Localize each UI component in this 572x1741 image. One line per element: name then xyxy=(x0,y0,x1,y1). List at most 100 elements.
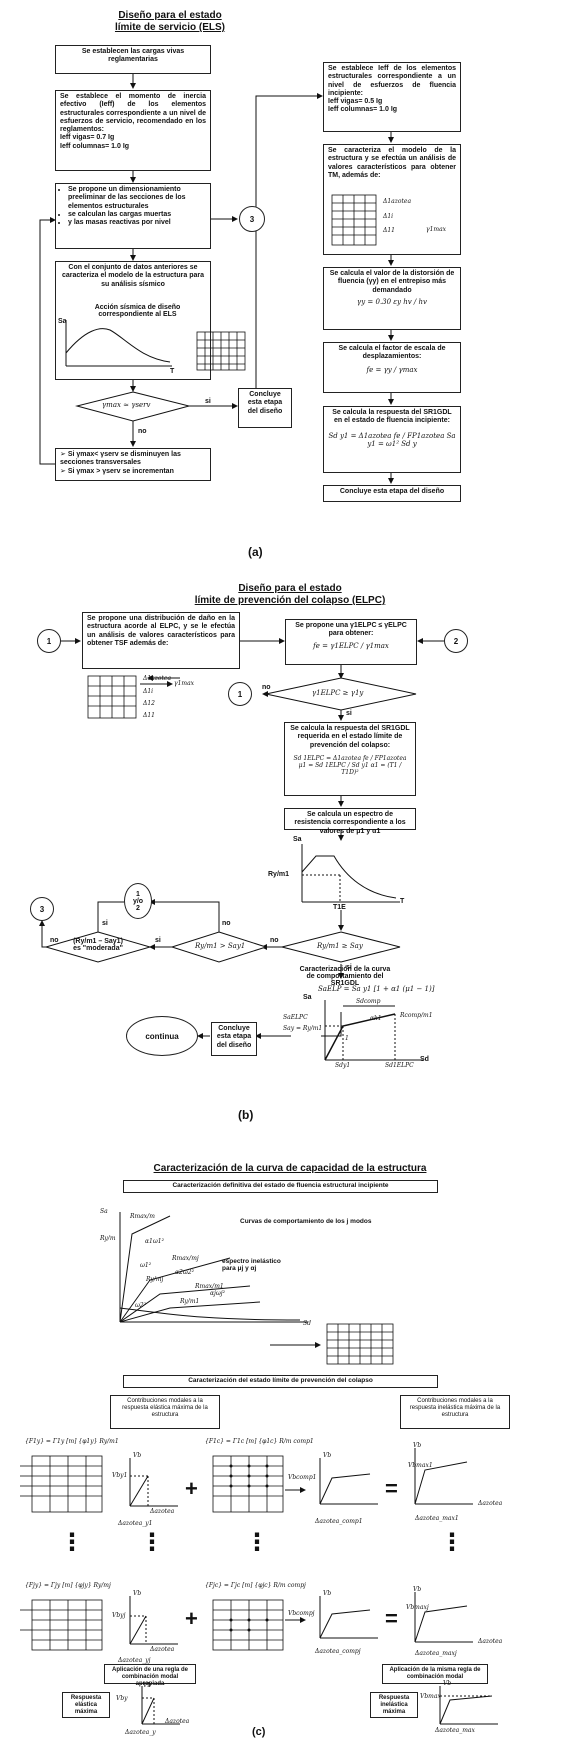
connector-3-a: 3 xyxy=(239,206,265,232)
dots-1: ⋮ xyxy=(60,1529,84,1556)
connector-1b-b: 1 xyxy=(228,682,252,706)
box-concluye-a2: Concluye esta etapa del diseño xyxy=(323,485,461,502)
label-delta-1-a: Δ11 xyxy=(383,227,395,234)
plot-resp-inelastica xyxy=(439,1686,498,1725)
label-sdelpc: Sd1ELPC xyxy=(385,1062,414,1069)
label-sdy1: Sdy1 xyxy=(335,1062,351,1069)
label-daz-cj: Δazotea_compj xyxy=(315,1648,361,1655)
box-contrib-inelastica: Contribuciones modales a la respuesta in… xyxy=(400,1395,510,1429)
box-espectro-resistencia: Se calcula un espectro de resistencia co… xyxy=(284,808,416,835)
axis-sa-b: Sa xyxy=(293,836,302,843)
label-si-a: si xyxy=(205,398,211,405)
label-vbmax1: Vbmax1 xyxy=(408,1462,433,1469)
box-factor-escala: Se calcula el factor de escala de despla… xyxy=(323,342,461,393)
label-delta-i-b: Δ1i xyxy=(143,688,154,695)
label-vb-5: Vb xyxy=(323,1590,332,1597)
label-one: 1 xyxy=(345,1035,349,1042)
plot-mode1-elastic xyxy=(129,1458,178,1507)
label-daz-6: Δazotea xyxy=(478,1638,503,1645)
building-frame-a2 xyxy=(331,194,377,246)
box-combinacion-1: Aplicación de una regla de combinación m… xyxy=(104,1664,196,1687)
label-daz-1: Δazotea xyxy=(150,1508,175,1515)
label-si-b4: si xyxy=(102,920,108,927)
label-daz-mj: Δazotea_maxj xyxy=(415,1650,457,1657)
label-vb-4: Vb xyxy=(133,1590,142,1597)
equals-2: = xyxy=(385,1606,398,1631)
spectrum-label-a: Acción sísmica de diseño correspondiente… xyxy=(94,304,181,318)
label-daz-3: Δazotea xyxy=(478,1500,503,1507)
axis-t-a: T xyxy=(170,368,175,375)
oval-continua: continua xyxy=(126,1016,198,1056)
label-daz-4: Δazotea xyxy=(150,1646,175,1653)
box-respuesta-sr1gdl: Se calcula la respuesta del SR1GDL en el… xyxy=(323,406,461,473)
connector-3-b: 3 xyxy=(30,897,54,921)
title-c: Caracterización de la curva de capacidad… xyxy=(153,1163,427,1174)
box-modelo-tm: Se caracteriza el modelo de la estructur… xyxy=(323,144,461,255)
equals-1: = xyxy=(385,1476,398,1501)
label-vb-6: Vb xyxy=(413,1586,422,1593)
formula-f2: {F1c} = Γ1c [m] {φ1c} R/m comp1 xyxy=(205,1438,314,1445)
axis-sd-c: Sd xyxy=(303,1320,311,1327)
box-modelo-sismico: Con el conjunto de datos anteriores se c… xyxy=(55,261,211,380)
box-concluye-b: Concluye esta etapa del diseño xyxy=(211,1022,257,1056)
axis-sa-c: Sa xyxy=(100,1208,108,1215)
plot-mode1-max xyxy=(414,1448,473,1505)
label-no-b1: no xyxy=(262,684,271,691)
dots-3: ⋮ xyxy=(140,1529,164,1556)
plot-mode1-comp xyxy=(319,1458,378,1505)
box-concluye-a1: Concluye esta etapa del diseño xyxy=(238,388,292,428)
box-contrib-elastica: Contribuciones modales a la respuesta el… xyxy=(110,1395,220,1429)
label-delta-2-b: Δ12 xyxy=(143,700,155,707)
label-alpha1: α1ω1² xyxy=(145,1238,164,1245)
box-respuesta-elpc: Se calcula la respuesta del SR1GDL reque… xyxy=(284,722,416,796)
caption-c: (c) xyxy=(252,1726,266,1738)
frame-modej-inelastic xyxy=(212,1599,284,1651)
connector-1y2-b: 1 y/o 2 xyxy=(124,883,152,919)
decision-1-b: γ1ELPC ≥ γ1y xyxy=(312,689,364,697)
plot-modej-comp xyxy=(319,1596,378,1639)
box-respuesta-inelastica: Respuesta inelástica máxima xyxy=(370,1692,418,1718)
label-no-b3: no xyxy=(50,937,59,944)
label-rmaxj: Rmax/mj xyxy=(172,1255,199,1262)
label-espectro-inelastico: espectro inelástico para μj y αj xyxy=(222,1258,281,1272)
label-rmax-m: Rmax/m xyxy=(130,1213,155,1220)
plot-modej-elastic xyxy=(129,1596,178,1645)
label-vbmax: Vbmax xyxy=(420,1693,441,1700)
box-propone-gamma: Se propone una γ1ELPC ≤ γELPC para obten… xyxy=(285,619,417,665)
label-say: Say = Ry/m1 xyxy=(283,1025,323,1032)
decision-diamond-a xyxy=(75,391,191,422)
label-vb-2: Vb xyxy=(323,1452,332,1459)
box-distorsion: Se calcula el valor de la distorsión de … xyxy=(323,267,461,330)
plot-resp-elastica xyxy=(141,1686,180,1725)
formula-f3: {Fjy} = Γjy [m] {φjy} Ry/mj xyxy=(25,1582,111,1589)
box-ieff-fluencia: Se establece Ieff de los elementos estru… xyxy=(323,62,461,132)
box-sub2-c: Caracterización del estado límite de pre… xyxy=(123,1375,438,1388)
box-respuesta-elastica: Respuesta elástica máxima xyxy=(62,1692,110,1718)
label-si-b2: si xyxy=(155,937,161,944)
label-curvas: Curvas de comportamiento de los j modos xyxy=(240,1218,372,1225)
frame-mode1-elastic xyxy=(20,1455,103,1513)
box-cargas-vivas: Se establecen las cargas vivas reglament… xyxy=(55,45,211,74)
label-no-b4: no xyxy=(222,920,231,927)
label-rcomp: Rcomp/m1 xyxy=(400,1012,433,1019)
label-vbyj: Vbyj xyxy=(112,1612,126,1619)
capacity-modes-plot xyxy=(119,1212,308,1323)
label-omega2: ω2² xyxy=(135,1302,147,1309)
box-sub1-c: Caracterización definitiva del estado de… xyxy=(123,1180,438,1193)
spectrum-plot-a xyxy=(65,320,172,367)
plus-1: + xyxy=(185,1476,198,1501)
plot-modej-max xyxy=(414,1592,473,1643)
label-vb-1: Vb xyxy=(133,1452,142,1459)
axis-sa-a: Sa xyxy=(58,318,67,325)
box-ajuste-secciones: ➢ Si γmax< γserv se disminuyen las secci… xyxy=(55,448,211,481)
label-vbcompj: Vbcompj xyxy=(288,1610,315,1617)
building-frame-b xyxy=(87,675,137,719)
label-delta-i-a: Δ1i xyxy=(383,213,394,220)
label-gamma-max-b: γ1max xyxy=(174,680,195,687)
label-vbmaxj: Vbmaxj xyxy=(406,1604,429,1611)
label-saelpc: SaELPC xyxy=(283,1014,308,1021)
frame-modej-elastic xyxy=(20,1599,103,1651)
